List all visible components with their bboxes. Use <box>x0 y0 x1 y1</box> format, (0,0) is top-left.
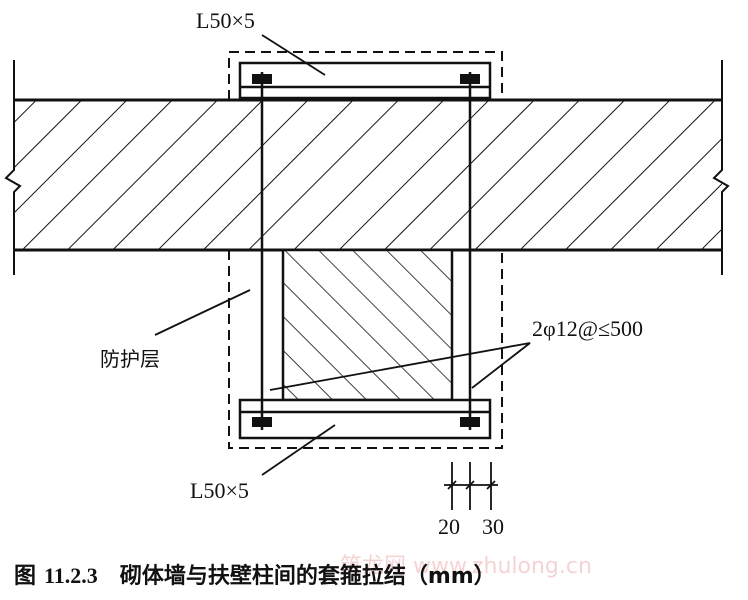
caption-prefix: 图 <box>14 564 37 589</box>
protective-layer-outline <box>228 51 503 449</box>
protective-layer-label: 防护层 <box>100 347 160 371</box>
figure-caption: 图 11.2.3 砌体墙与扶壁柱间的套箍拉结（mm） <box>14 558 496 590</box>
caption-number: 11.2.3 <box>44 563 98 588</box>
angle-top-label: L50×5 <box>196 8 255 33</box>
watermark: 筑龙网 www.zhulong.cn <box>340 554 592 579</box>
tie-rod-label: 2φ12@≤500 <box>532 316 644 341</box>
dimension-lines <box>444 462 498 510</box>
dimension-30: 30 <box>482 514 504 539</box>
tie-rods <box>260 72 472 430</box>
angle-steel-bottom <box>238 398 492 440</box>
dimension-20: 20 <box>438 514 460 539</box>
angle-bottom-label: L50×5 <box>190 478 249 503</box>
angle-steel-top <box>238 61 492 100</box>
pilaster <box>281 248 454 402</box>
caption-title: 砌体墙与扶壁柱间的套箍拉结（mm） <box>119 564 496 589</box>
leader-lines <box>154 34 531 476</box>
